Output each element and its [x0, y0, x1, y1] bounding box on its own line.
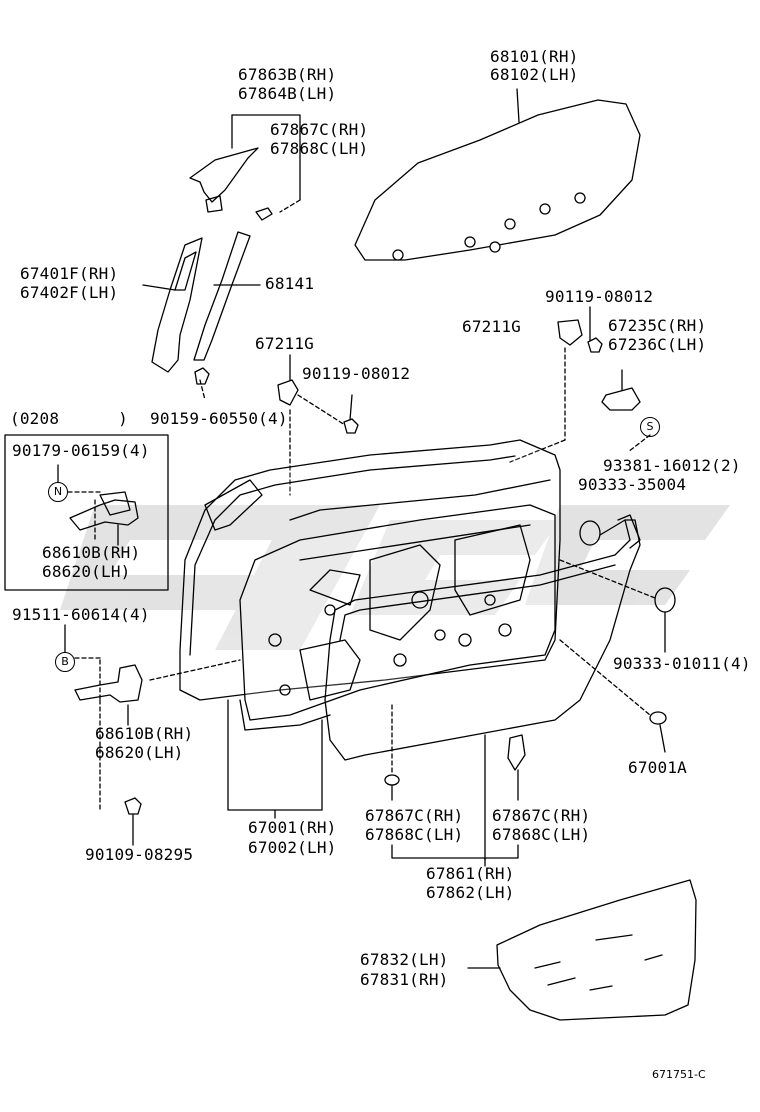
cushion: [601, 387, 641, 411]
inset-box: [4, 434, 169, 591]
bolt-n-label: 90179-06159(4): [12, 441, 150, 460]
plug-1-label: 90333-35004: [578, 475, 687, 494]
callout-b-icon: B: [55, 652, 75, 672]
bolt-right-label: 90119-08012: [545, 287, 654, 306]
quarter-glass: [189, 147, 259, 203]
top-weatherstrip-rh-label: 67867C(RH): [270, 120, 369, 139]
clip-label: 67001A: [628, 758, 687, 777]
hinge-upper: [69, 499, 139, 531]
door-weatherstrip: [324, 519, 641, 761]
hinge-lower: [74, 664, 143, 703]
top-weatherstrip-lh-label: 67868C(LH): [270, 139, 369, 158]
hinge-lower-rh-label: 68610B(RH): [95, 724, 194, 743]
stopper-right-label: 67211G: [462, 317, 521, 336]
bolt-b-label: 91511-60614(4): [12, 605, 150, 624]
plug-small: [579, 520, 601, 546]
channel-rh-label: 67401F(RH): [20, 264, 119, 283]
door-panel-lh-label: 67002(LH): [248, 838, 337, 857]
door-inner-panel: [239, 504, 556, 721]
weatherstrip-lh-label: 67862(LH): [426, 883, 515, 902]
cushion-lh-label: 67236C(LH): [608, 335, 707, 354]
screw-2-label: 93381-16012(2): [603, 456, 741, 475]
hinge-lower-lh-label: 68620(LH): [95, 743, 184, 762]
date-code-label: (0208 ): [10, 409, 128, 428]
ws-left-rh-label: 67867C(RH): [365, 806, 464, 825]
ws-left-lh-label: 67868C(LH): [365, 825, 464, 844]
bolt-bottom-label: 90109-08295: [85, 845, 194, 864]
glass-lh-label: 68102(LH): [490, 65, 579, 84]
glass-bolts: [392, 192, 586, 261]
hinge-upper-rh-label: 68610B(RH): [42, 543, 141, 562]
plug-large: [654, 587, 676, 613]
plug-4-label: 90333-01011(4): [613, 654, 751, 673]
ws-right-lh-label: 67868C(LH): [492, 825, 591, 844]
door-trim-cover: [496, 879, 697, 1021]
front-channel: [151, 237, 203, 373]
channel-lh-label: 67402F(LH): [20, 283, 119, 302]
cover-rh-label: 67831(RH): [360, 970, 449, 989]
callout-s-icon: S: [640, 417, 660, 437]
cushion-rh-label: 67235C(RH): [608, 316, 707, 335]
bolt-left-label: 90119-08012: [302, 364, 411, 383]
ws-right-rh-label: 67867C(RH): [492, 806, 591, 825]
screw-4-label: 90159-60550(4): [150, 409, 288, 428]
figure-ref-label: 671751-C: [652, 1068, 706, 1081]
quarter-glass-lh-label: 67864B(LH): [238, 84, 337, 103]
door-glass: [354, 99, 641, 261]
callout-n-icon: N: [48, 482, 68, 502]
glass-rh-label: 68101(RH): [490, 47, 579, 66]
cover-lh-label: 67832(LH): [360, 950, 449, 969]
run-channel: [193, 231, 251, 361]
door-panel-rh-label: 67001(RH): [248, 818, 337, 837]
run-channel-label: 68141: [265, 274, 315, 293]
quarter-glass-rh-label: 67863B(RH): [238, 65, 337, 84]
hinge-upper-lh-label: 68620(LH): [42, 562, 131, 581]
weatherstrip-rh-label: 67861(RH): [426, 864, 515, 883]
stopper-left-label: 67211G: [255, 334, 314, 353]
